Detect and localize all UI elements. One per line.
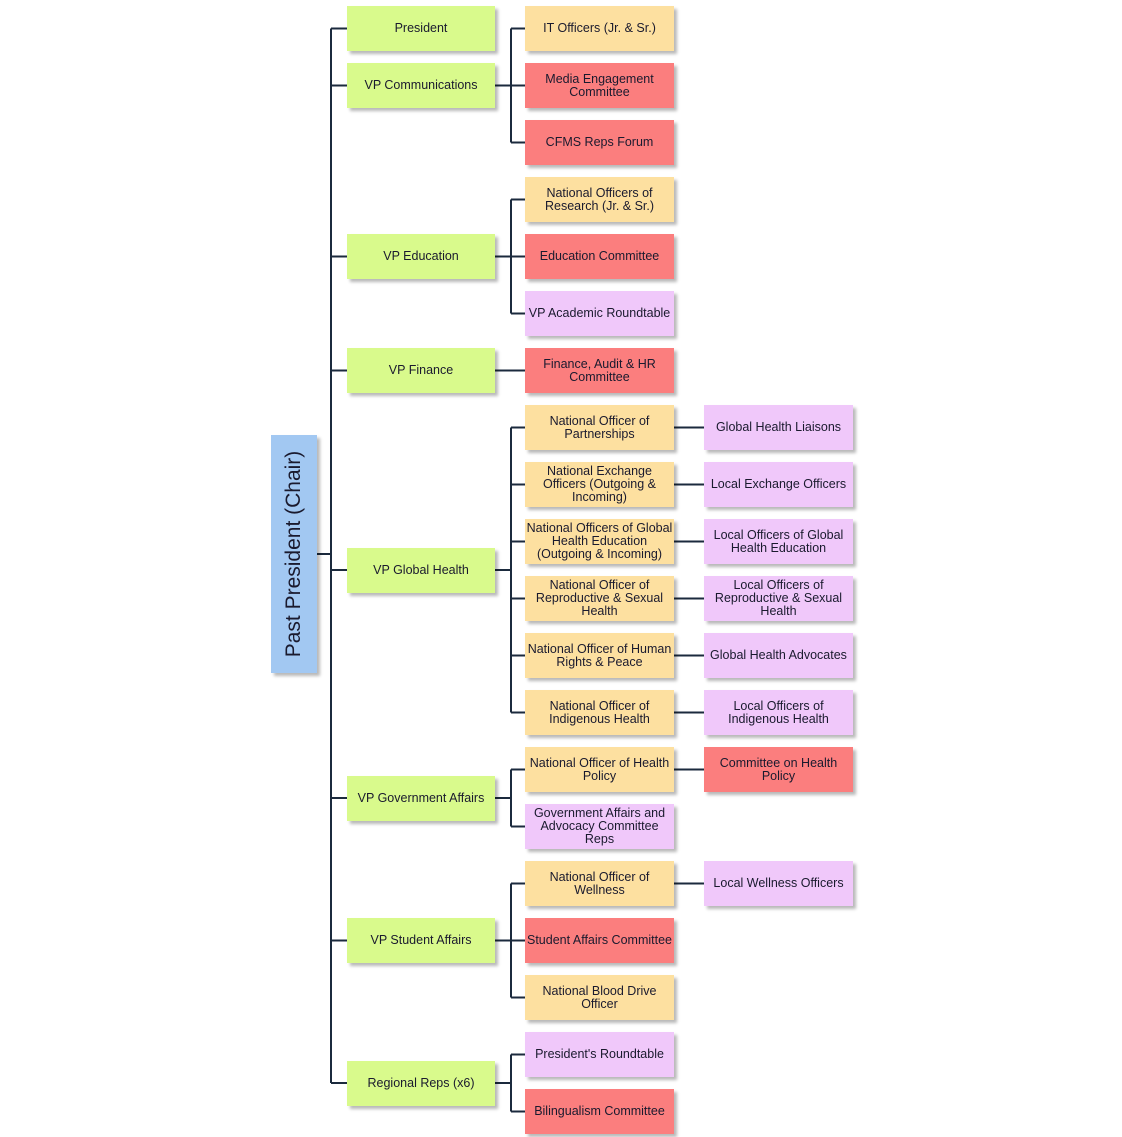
level3-node-label: Global Health Advocates	[710, 648, 847, 662]
level1-node-label: VP Government Affairs	[357, 790, 485, 805]
level2-node-label: President's Roundtable	[535, 1047, 664, 1061]
level2-node-label: National Officers of Research (Jr. & Sr.…	[544, 185, 655, 213]
level3-node: Local Officers of Reproductive & Sexual …	[704, 576, 853, 621]
level2-node-label: National Officer of Wellness	[549, 869, 650, 897]
level2-node-label: National Officer of Health Policy	[529, 755, 670, 783]
level3-node-label: Local Exchange Officers	[710, 477, 847, 491]
level3-node-label: Local Officers of Indigenous Health	[728, 698, 829, 726]
level3-node: Global Health Advocates	[704, 633, 853, 678]
level2-node: National Officer of Health Policy	[525, 747, 674, 792]
level1-node-label: VP Student Affairs	[370, 933, 472, 947]
level2-node: Student Affairs Committee	[525, 918, 674, 963]
level2-node: Media Engagement Committee	[525, 63, 674, 108]
level2-node-label: National Officer of Human Rights & Peace	[527, 641, 672, 669]
level2-node-label: Finance, Audit & HR Committee	[543, 356, 656, 384]
level1-node: President	[347, 6, 495, 51]
level2-node: CFMS Reps Forum	[525, 120, 674, 165]
level3-node: Local Wellness Officers	[704, 861, 853, 906]
level1-node-label: VP Finance	[388, 363, 454, 377]
level2-node: President's Roundtable	[525, 1032, 674, 1077]
level2-node-label: Education Committee	[539, 249, 660, 263]
level2-node-label: Media Engagement Committee	[545, 71, 654, 99]
level1-node: VP Student Affairs	[347, 918, 495, 963]
level2-node-label: National Officer of Indigenous Health	[549, 698, 650, 726]
level1-node: VP Education	[347, 234, 495, 279]
root-node-past-president: Past President (Chair)	[271, 435, 317, 673]
level2-node: National Blood Drive Officer	[525, 975, 674, 1020]
level2-node-label: Student Affairs Committee	[527, 933, 672, 947]
level2-node: Education Committee	[525, 234, 674, 279]
root-label: Past President (Chair)	[282, 450, 305, 658]
level2-node-label: National Exchange Officers (Outgoing & I…	[542, 464, 656, 504]
level2-node-label: VP Academic Roundtable	[528, 306, 671, 320]
level1-node: VP Global Health	[347, 547, 495, 593]
level3-node-label: Global Health Liaisons	[715, 420, 842, 434]
level2-node: National Officer of Reproductive & Sexua…	[525, 576, 674, 621]
level2-node: National Officer of Wellness	[525, 861, 674, 906]
level3-node-label: Local Officers of Global Health Educatio…	[713, 527, 844, 555]
level3-node: Local Exchange Officers	[704, 462, 853, 507]
level1-node-label: VP Communications	[364, 78, 478, 92]
level2-node: National Officers of Research (Jr. & Sr.…	[525, 177, 674, 222]
level2-node-label: National Officer of Reproductive & Sexua…	[535, 578, 664, 618]
level2-node-label: IT Officers (Jr. & Sr.)	[543, 21, 656, 35]
level1-node-label: Regional Reps (x6)	[367, 1075, 475, 1090]
level1-node: VP Communications	[347, 63, 495, 108]
level3-node-label: Local Officers of Reproductive & Sexual …	[714, 578, 843, 618]
level3-node: Local Officers of Global Health Educatio…	[704, 519, 853, 564]
level1-node: VP Finance	[347, 348, 495, 393]
level2-node: National Officer of Partnerships	[525, 405, 674, 450]
level2-node-label: CFMS Reps Forum	[545, 135, 654, 149]
level3-node-label: Local Wellness Officers	[713, 876, 844, 890]
level2-node: Government Affairs and Advocacy Committe…	[525, 804, 674, 849]
level2-node: VP Academic Roundtable	[525, 291, 674, 336]
level2-node: National Officers of Global Health Educa…	[525, 519, 674, 564]
level2-node-label: National Blood Drive Officer	[542, 983, 657, 1011]
level2-node: National Officer of Indigenous Health	[525, 690, 674, 735]
level2-node: IT Officers (Jr. & Sr.)	[525, 6, 674, 51]
level1-node-label: President	[394, 21, 448, 35]
level2-node: Finance, Audit & HR Committee	[525, 348, 674, 393]
level1-node: Regional Reps (x6)	[347, 1060, 495, 1106]
level3-node: Local Officers of Indigenous Health	[704, 690, 853, 735]
level3-node-label: Committee on Health Policy	[719, 755, 838, 783]
level2-node-label: National Officer of Partnerships	[549, 413, 650, 441]
level2-node: National Exchange Officers (Outgoing & I…	[525, 462, 674, 507]
level1-node-label: VP Global Health	[373, 562, 469, 577]
level2-node: National Officer of Human Rights & Peace	[525, 633, 674, 678]
level2-node-label: National Officers of Global Health Educa…	[526, 521, 673, 561]
level3-node: Committee on Health Policy	[704, 747, 853, 792]
level1-node-label: VP Education	[383, 249, 459, 263]
level1-node: VP Government Affairs	[347, 775, 495, 821]
level3-node: Global Health Liaisons	[704, 405, 853, 450]
level2-node-label: Government Affairs and Advocacy Committe…	[533, 806, 666, 846]
level2-node: Bilingualism Committee	[525, 1089, 674, 1134]
level2-node-label: Bilingualism Committee	[534, 1104, 665, 1118]
